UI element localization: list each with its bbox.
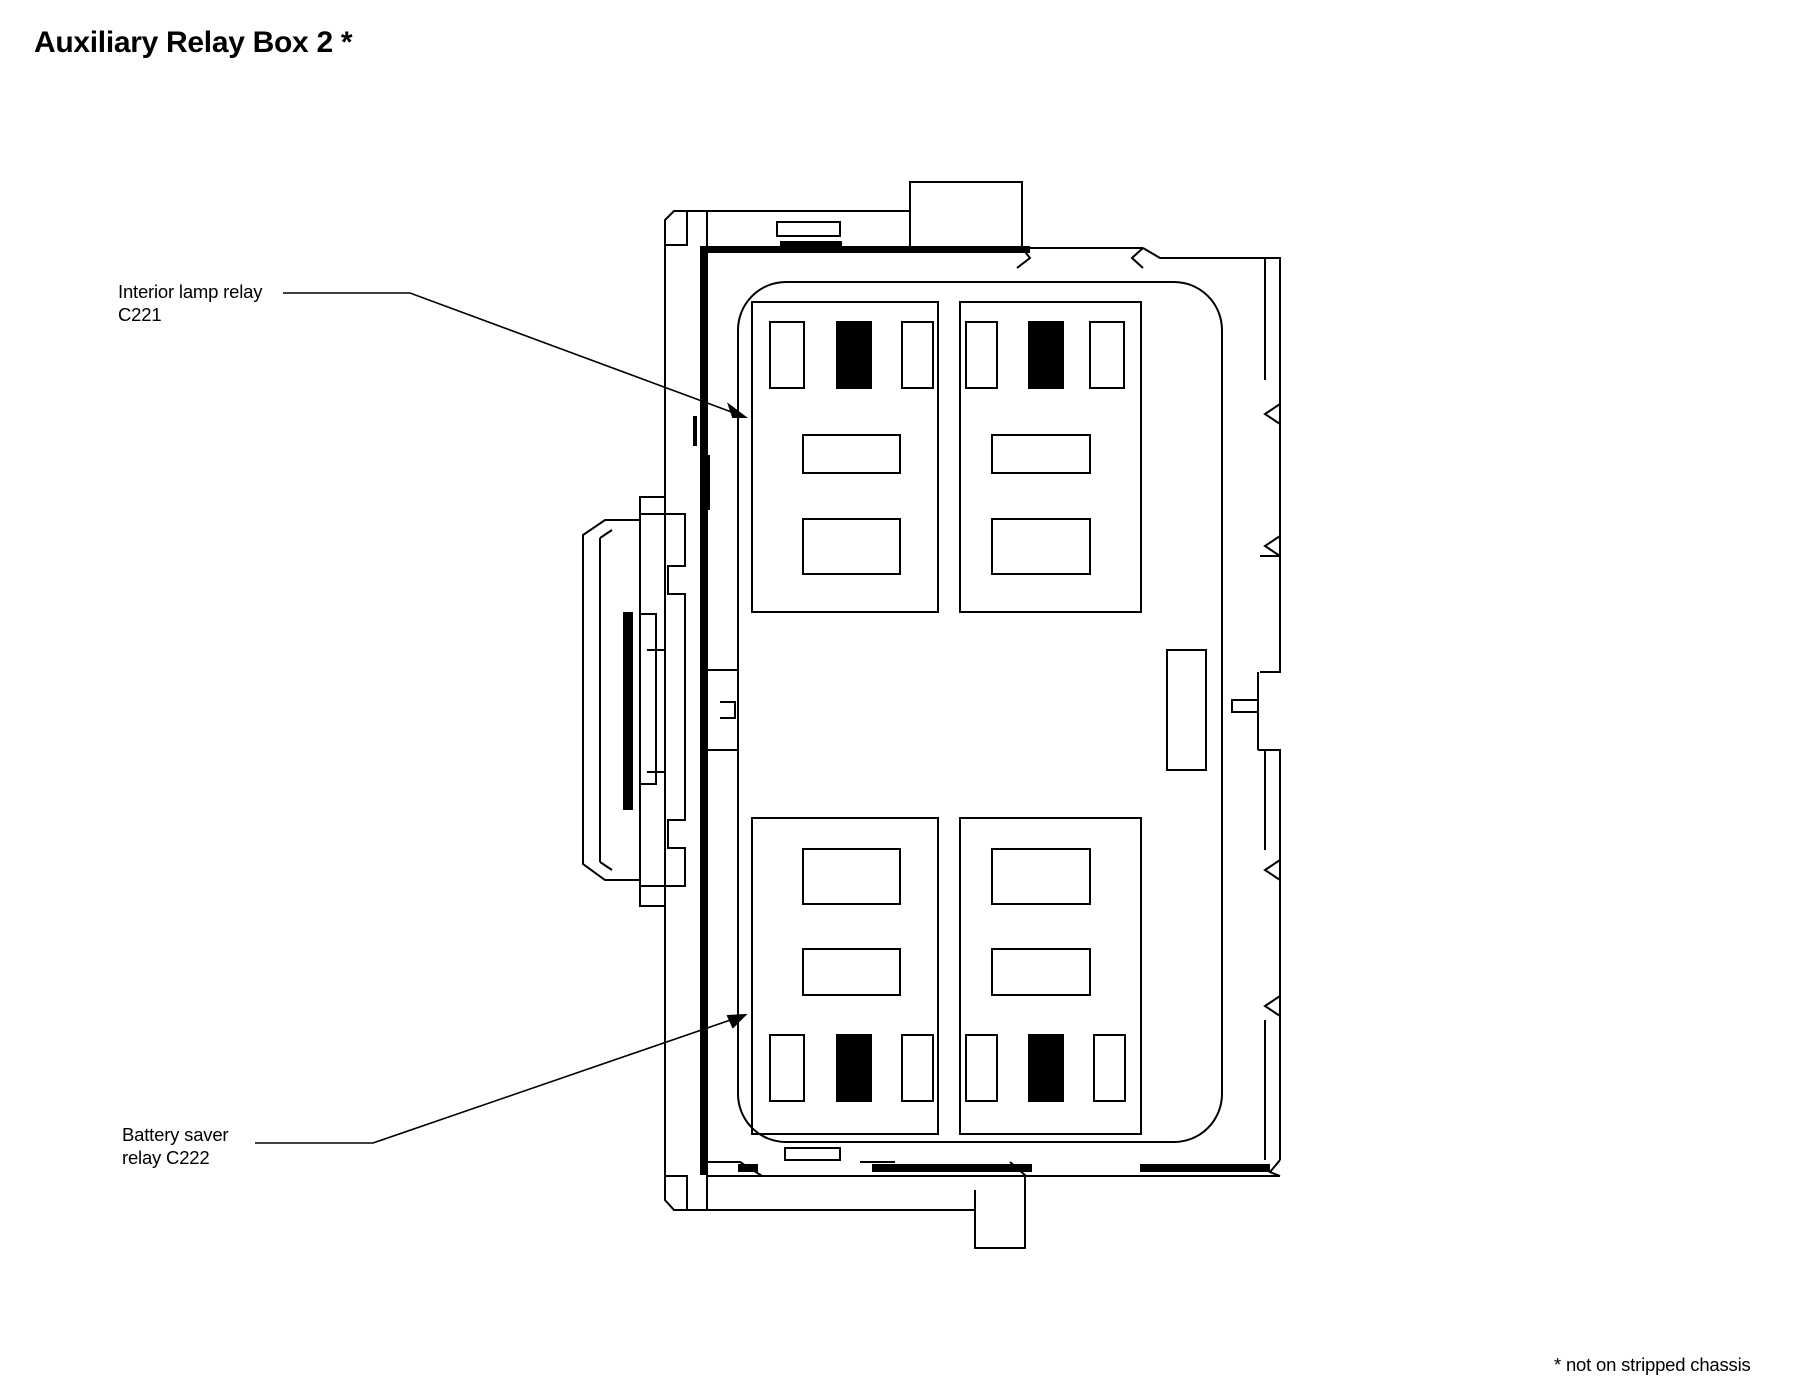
callout-interior-lamp-line2: C221 [118,304,162,325]
footnote: * not on stripped chassis [1554,1354,1751,1375]
relay-socket-bottom-right [959,817,1142,1135]
relay-socket-top-left [751,301,939,613]
callout-interior-lamp-relay: Interior lamp relay C221 [118,280,262,326]
relay-socket-top-right [959,301,1142,613]
callout-battery-saver-relay: Battery saver relay C222 [122,1123,229,1169]
callout-interior-lamp-line1: Interior lamp relay [118,281,263,302]
page-title: Auxiliary Relay Box 2 * [34,26,353,59]
callout-battery-saver-line1: Battery saver [122,1124,229,1145]
callout-battery-saver-line2: relay C222 [122,1147,210,1168]
leader-battery-saver-relay [255,1013,748,1144]
relay-box-housing [582,181,1281,1249]
relay-panel [737,281,1223,1143]
leader-interior-lamp-relay [283,292,748,418]
relay-socket-bottom-left [751,817,939,1135]
